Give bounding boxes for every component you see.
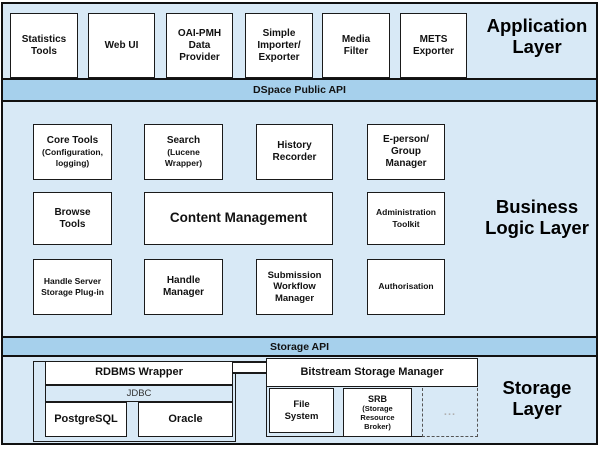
box-file-system-label: File System	[284, 399, 319, 422]
dspace-public-api-bar-label: DSpace Public API	[253, 84, 346, 96]
jdbc-band: JDBC	[45, 385, 233, 402]
storage-layer-label: Storage Layer	[502, 377, 572, 420]
box-core-tools: Core Tools (Configuration, logging)	[33, 124, 112, 180]
box-history-recorder-label: History Recorder	[272, 140, 317, 163]
box-postgresql-label: PostgreSQL	[54, 412, 118, 425]
box-handle-server-storage-plugin-label: Handle Server Storage Plug-in	[41, 275, 104, 297]
box-srb: SRB (Storage Resource Broker)	[343, 388, 412, 437]
box-media-filter: Media Filter	[322, 13, 390, 78]
rdbms-bitstream-connector	[233, 361, 267, 374]
box-e-person-group-manager: E-person/ Group Manager	[367, 124, 445, 180]
box-handle-manager: Handle Manager	[144, 259, 223, 315]
box-srb-label: SRB	[367, 393, 387, 404]
box-administration-toolkit: Administration Toolkit	[367, 192, 445, 245]
box-oracle-label: Oracle	[168, 412, 203, 425]
box-search-label: Search	[166, 135, 201, 147]
box-submission-workflow-manager: Submission Workflow Manager	[256, 259, 333, 315]
box-media-filter-label: Media Filter	[341, 33, 371, 57]
box-bitstream-storage-manager-label: Bitstream Storage Manager	[300, 365, 444, 378]
box-core-tools-sublabel: (Configuration, logging)	[42, 147, 103, 168]
box-srb-sublabel: (Storage Resource Broker)	[360, 404, 395, 432]
box-file-system: File System	[269, 388, 334, 433]
box-browse-tools-label: Browse Tools	[54, 206, 91, 230]
box-browse-tools: Browse Tools	[33, 192, 112, 245]
box-authorisation-label: Authorisation	[378, 281, 434, 292]
box-bitstream-storage-manager: Bitstream Storage Manager	[266, 358, 478, 387]
box-mets-exporter-label: METS Exporter	[412, 33, 455, 57]
diagram-outer-border	[1, 2, 598, 445]
box-web-ui-label: Web UI	[104, 39, 139, 51]
box-search: Search (Lucene Wrapper)	[144, 124, 223, 180]
box-content-management-label: Content Management	[169, 210, 308, 226]
box-other-storage-placeholder-label: ...	[443, 406, 457, 418]
box-postgresql: PostgreSQL	[45, 402, 127, 437]
box-statistics-tools: Statistics Tools	[10, 13, 78, 78]
box-oai-pmh-data-provider: OAI-PMH Data Provider	[166, 13, 233, 78]
box-simple-importer-exporter-label: Simple Importer/ Exporter	[257, 27, 301, 63]
box-core-tools-label: Core Tools	[46, 135, 99, 147]
application-layer-label: Application Layer	[486, 15, 588, 58]
jdbc-label: JDBC	[126, 388, 152, 399]
box-web-ui: Web UI	[88, 13, 155, 78]
box-statistics-tools-label: Statistics Tools	[21, 33, 67, 57]
box-rdbms-wrapper-label: RDBMS Wrapper	[95, 366, 183, 379]
box-handle-manager-label: Handle Manager	[162, 275, 205, 298]
business-logic-layer-label: Business Logic Layer	[485, 196, 589, 239]
box-other-storage-placeholder: ...	[422, 388, 478, 437]
box-mets-exporter: METS Exporter	[400, 13, 467, 78]
box-content-management: Content Management	[144, 192, 333, 245]
box-e-person-group-manager-label: E-person/ Group Manager	[382, 134, 430, 169]
box-search-sublabel: (Lucene Wrapper)	[164, 147, 203, 168]
storage-api-bar-label: Storage API	[269, 340, 330, 353]
box-oracle: Oracle	[138, 402, 233, 437]
dspace-public-api-bar: DSpace Public API	[3, 78, 596, 102]
box-handle-server-storage-plugin: Handle Server Storage Plug-in	[33, 259, 112, 315]
box-rdbms-wrapper: RDBMS Wrapper	[45, 361, 233, 385]
box-oai-pmh-data-provider-label: OAI-PMH Data Provider	[177, 27, 222, 63]
box-simple-importer-exporter: Simple Importer/ Exporter	[245, 13, 313, 78]
storage-api-bar: Storage API	[3, 336, 596, 357]
box-administration-toolkit-label: Administration Toolkit	[376, 207, 436, 229]
box-authorisation: Authorisation	[367, 259, 445, 315]
box-history-recorder: History Recorder	[256, 124, 333, 180]
box-submission-workflow-manager-label: Submission Workflow Manager	[267, 269, 322, 304]
